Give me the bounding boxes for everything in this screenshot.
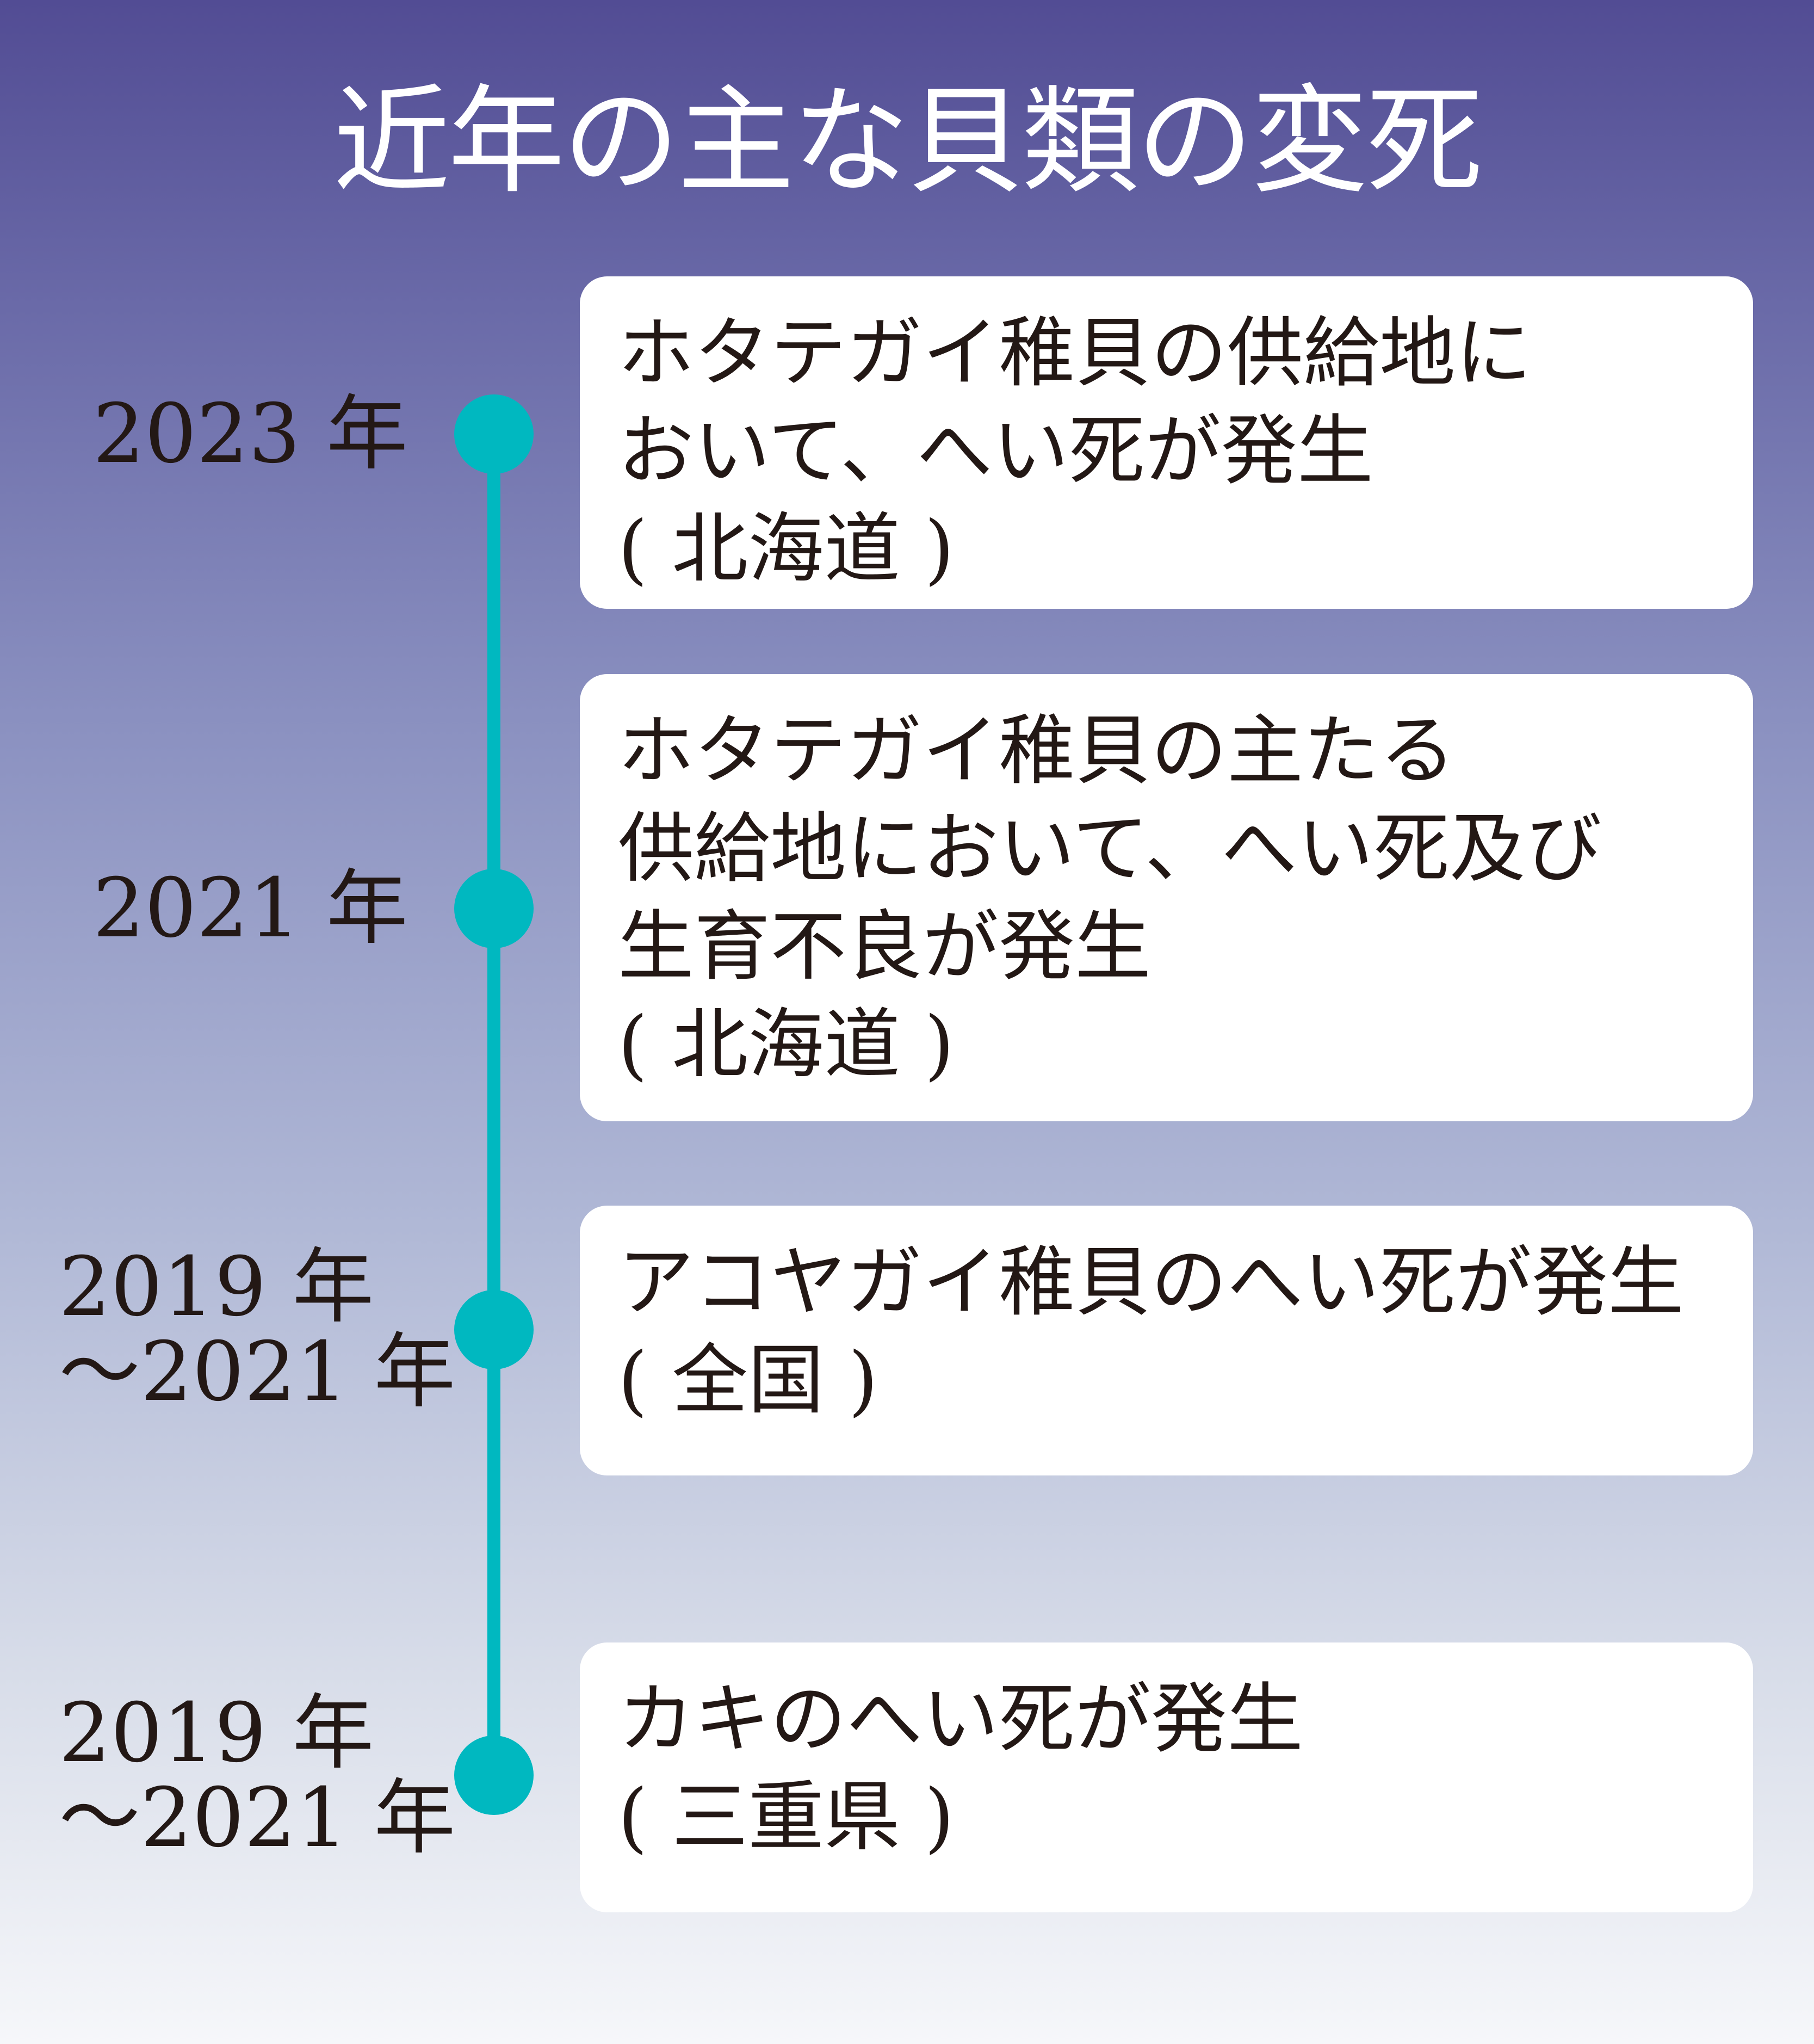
- timeline-line: [487, 434, 500, 1775]
- year-text: ～2021 年: [59, 1325, 456, 1419]
- page-title: 近年の主な貝類の変死: [333, 73, 1483, 209]
- event-card: ホタテガイ稚貝の主たる 供給地において、へい死及び 生育不良が発生 ( 北海道 …: [580, 674, 1753, 1121]
- event-card: カキのへい死が発生 ( 三重県 ): [580, 1642, 1753, 1912]
- event-location: ( 北海道 ): [618, 1001, 955, 1089]
- year-text: 2019 年: [59, 1240, 374, 1335]
- event-text: 供給地において、へい死及び: [618, 805, 1602, 893]
- event-text: ホタテガイ稚貝の主たる: [618, 707, 1456, 795]
- event-text: アコヤガイ稚貝のへい死が発生: [618, 1238, 1685, 1327]
- timeline-dot: [454, 394, 534, 474]
- year-label: 2019 年 ～2021 年: [59, 1691, 455, 1861]
- event-card: ホタテガイ稚貝の供給地に おいて、へい死が発生 ( 北海道 ): [580, 276, 1753, 609]
- event-text: おいて、へい死が発生: [618, 407, 1373, 496]
- event-text: 生育不良が発生: [618, 903, 1151, 991]
- year-label: 2019 年 ～2021 年: [59, 1245, 455, 1415]
- event-card: アコヤガイ稚貝のへい死が発生 ( 全国 ): [580, 1206, 1753, 1475]
- year-label: 2021 年: [93, 866, 408, 951]
- year-text: 2023 年: [92, 387, 408, 481]
- timeline-dot: [454, 1736, 534, 1815]
- timeline-dot: [454, 1290, 534, 1369]
- year-label: 2023 年: [93, 392, 408, 477]
- event-text: ホタテガイ稚貝の供給地に: [618, 309, 1532, 398]
- event-text: カキのへい死が発生: [618, 1675, 1304, 1764]
- year-text: 2021 年: [92, 861, 408, 956]
- year-text: ～2021 年: [59, 1771, 456, 1866]
- event-location: ( 北海道 ): [618, 505, 955, 594]
- year-text: 2019 年: [59, 1686, 374, 1781]
- timeline-dot: [454, 869, 534, 948]
- event-location: ( 三重県 ): [618, 1773, 955, 1862]
- event-location: ( 全国 ): [618, 1336, 878, 1425]
